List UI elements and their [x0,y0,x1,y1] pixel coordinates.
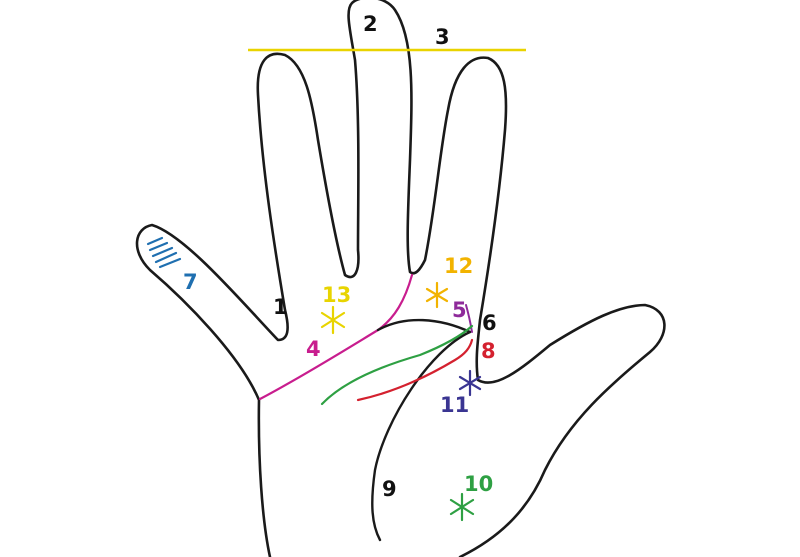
label-1: 1 [273,295,288,319]
label-3: 3 [435,25,450,49]
label-5: 5 [452,298,467,322]
label-6: 6 [482,311,497,335]
label-2: 2 [363,12,378,36]
label-8: 8 [481,339,496,363]
hand-outline [137,0,664,557]
label-12: 12 [444,254,473,278]
star-13 [322,307,344,333]
label-7: 7 [183,270,198,294]
star-10 [451,494,473,520]
label-9: 9 [382,477,397,501]
label-4: 4 [306,337,321,361]
label-13: 13 [322,283,351,307]
star-12 [427,283,447,307]
label-10: 10 [464,472,493,496]
hatch-marks-7 [148,238,180,267]
label-11: 11 [440,393,469,417]
life-line-lower [372,332,470,540]
